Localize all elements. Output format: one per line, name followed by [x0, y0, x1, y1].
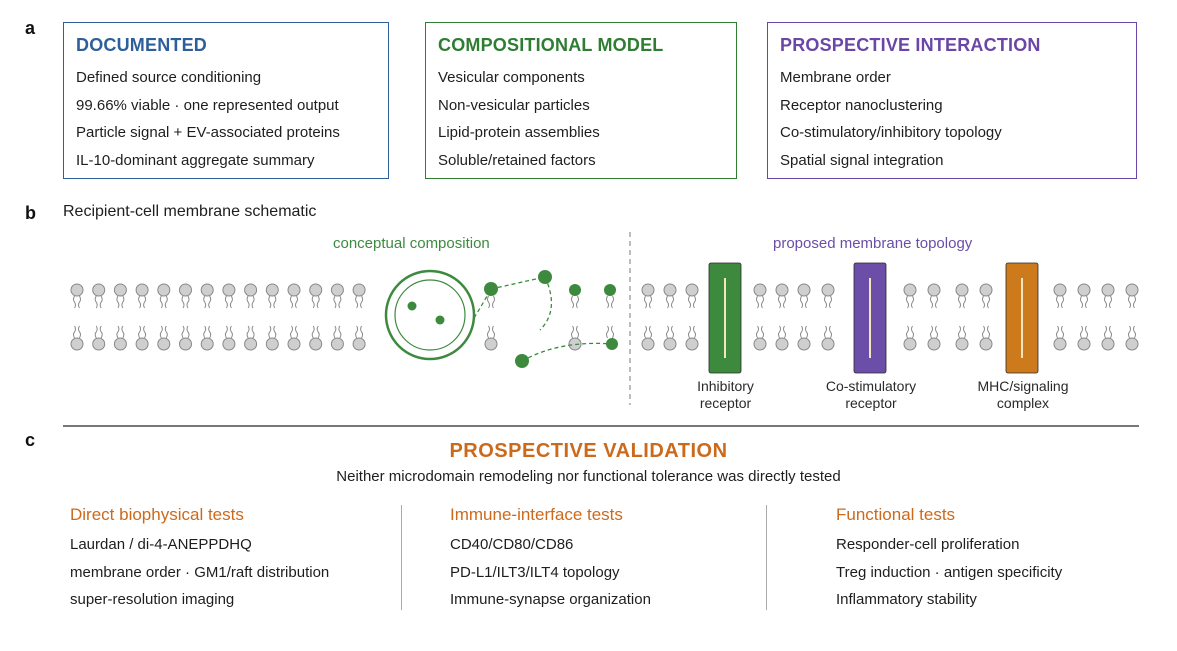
- lipid: [484, 295, 498, 351]
- compositional-model-item: Non-vesicular particles: [438, 96, 590, 114]
- lipid: [330, 283, 344, 351]
- documented-item: IL-10-dominant aggregate summary: [76, 151, 315, 169]
- lipid: [821, 283, 835, 351]
- column-item: Laurdan / di-4-ANEPPDHQ: [70, 536, 252, 553]
- lipid: [265, 283, 279, 351]
- prospective-interaction-item: Spatial signal integration: [780, 151, 944, 169]
- membrane-topology-label: proposed membrane topology: [773, 235, 973, 252]
- column-item: Treg induction · antigen specificity: [836, 563, 1063, 581]
- receptor-label-line: MHC/signaling: [977, 378, 1069, 394]
- receptor-label-line: complex: [996, 395, 1050, 411]
- column-item: PD-L1/ILT3/ILT4 topology: [450, 563, 620, 581]
- costimulatory-receptor-label: Co-stimulatory receptor: [810, 378, 932, 412]
- prospective-interaction-box: PROSPECTIVE INTERACTION Membrane order R…: [767, 22, 1137, 179]
- validation-title: PROSPECTIVE VALIDATION: [449, 440, 728, 462]
- lipid: [903, 283, 917, 351]
- receptor-label-line: receptor: [845, 395, 897, 411]
- lipid: [1101, 283, 1115, 351]
- lipid: [775, 283, 789, 351]
- column-title: Functional tests: [836, 505, 956, 524]
- costimulatory-receptor: [853, 262, 887, 374]
- column-item: Inflammatory stability: [836, 591, 977, 608]
- lipid: [287, 283, 301, 351]
- lipid: [753, 283, 767, 351]
- lipid: [663, 283, 677, 351]
- column-separator: [766, 505, 767, 610]
- lipid: [979, 283, 993, 351]
- conceptual-composition-label: conceptual composition: [333, 235, 490, 252]
- documented-item: Particle signal + EV-associated proteins: [76, 124, 340, 141]
- column-item: super-resolution imaging: [70, 591, 235, 608]
- lipid: [955, 283, 969, 351]
- receptors: [708, 262, 1039, 374]
- prospective-interaction-item: Receptor nanoclustering: [780, 96, 943, 114]
- lipid: [1077, 283, 1091, 351]
- lipid: [135, 283, 149, 351]
- lipid: [641, 283, 655, 351]
- lipid: [244, 283, 258, 351]
- lipid: [113, 283, 127, 351]
- compositional-model-item: Vesicular components: [438, 69, 585, 86]
- lipid: [606, 295, 614, 339]
- lipid: [200, 283, 214, 351]
- mhc-signaling-complex-label: MHC/signaling complex: [965, 378, 1081, 412]
- biophysical-tests-column: Direct biophysical tests Laurdan / di-4-…: [70, 505, 329, 614]
- lipid: [309, 283, 323, 351]
- column-item: membrane order · GM1/raft distribution: [70, 563, 330, 581]
- functional-tests-column: Functional tests Responder-cell prolifer…: [836, 505, 1062, 614]
- mhc-signaling-complex: [1005, 262, 1039, 374]
- inhibitory-receptor: [708, 262, 742, 374]
- validation-subtitle: Neither microdomain remodeling nor funct…: [336, 468, 841, 485]
- section-divider: [63, 425, 1139, 427]
- lipid: [685, 283, 699, 351]
- receptor-label-line: receptor: [699, 395, 752, 411]
- lipid: [70, 283, 84, 351]
- lipid: [568, 295, 582, 351]
- lipid: [797, 283, 811, 351]
- compositional-model-item: Lipid-protein assemblies: [438, 124, 600, 141]
- immune-interface-tests-column: Immune-interface tests CD40/CD80/CD86 PD…: [450, 505, 651, 614]
- prospective-interaction-item: Co-stimulatory/inhibitory topology: [780, 124, 1002, 141]
- compositional-model-title: COMPOSITIONAL MODEL: [438, 35, 664, 55]
- particle-dots: [484, 270, 618, 368]
- lipid: [1053, 283, 1067, 351]
- documented-item: 99.66% viable · one represented output: [76, 96, 339, 114]
- documented-box: DOCUMENTED Defined source conditioning 9…: [63, 22, 389, 179]
- receptor-label-line: Co-stimulatory: [825, 378, 917, 394]
- column-item: Responder-cell proliferation: [836, 536, 1020, 553]
- column-separator: [401, 505, 402, 610]
- documented-item: Defined source conditioning: [76, 69, 262, 86]
- column-title: Direct biophysical tests: [70, 505, 244, 524]
- schematic-title: Recipient-cell membrane schematic: [63, 203, 317, 220]
- prospective-interaction-title: PROSPECTIVE INTERACTION: [780, 35, 1041, 55]
- compositional-model-box: COMPOSITIONAL MODEL Vesicular components…: [425, 22, 737, 179]
- lipid: [927, 283, 941, 351]
- membrane-schematic: [70, 232, 1139, 405]
- inhibitory-receptor-label: Inhibitory receptor: [678, 378, 773, 412]
- lipid: [1125, 283, 1139, 351]
- lipid: [179, 283, 192, 351]
- vesicle-icon: [384, 269, 476, 361]
- column-item: Immune-synapse organization: [450, 591, 651, 608]
- receptor-label-line: Inhibitory: [697, 378, 754, 394]
- documented-title: DOCUMENTED: [76, 35, 207, 55]
- lipid: [157, 283, 171, 351]
- lipid-bilayer: [70, 283, 1139, 351]
- column-item: CD40/CD80/CD86: [450, 536, 574, 553]
- lipid: [92, 283, 106, 351]
- column-title: Immune-interface tests: [450, 505, 623, 524]
- panel-label-b: b: [25, 203, 36, 223]
- lipid: [352, 283, 366, 351]
- compositional-model-item: Soluble/retained factors: [438, 151, 596, 169]
- lipid: [222, 283, 236, 351]
- panel-label-c: c: [25, 430, 36, 450]
- prospective-interaction-item: Membrane order: [780, 69, 891, 86]
- panel-label-a: a: [25, 18, 36, 38]
